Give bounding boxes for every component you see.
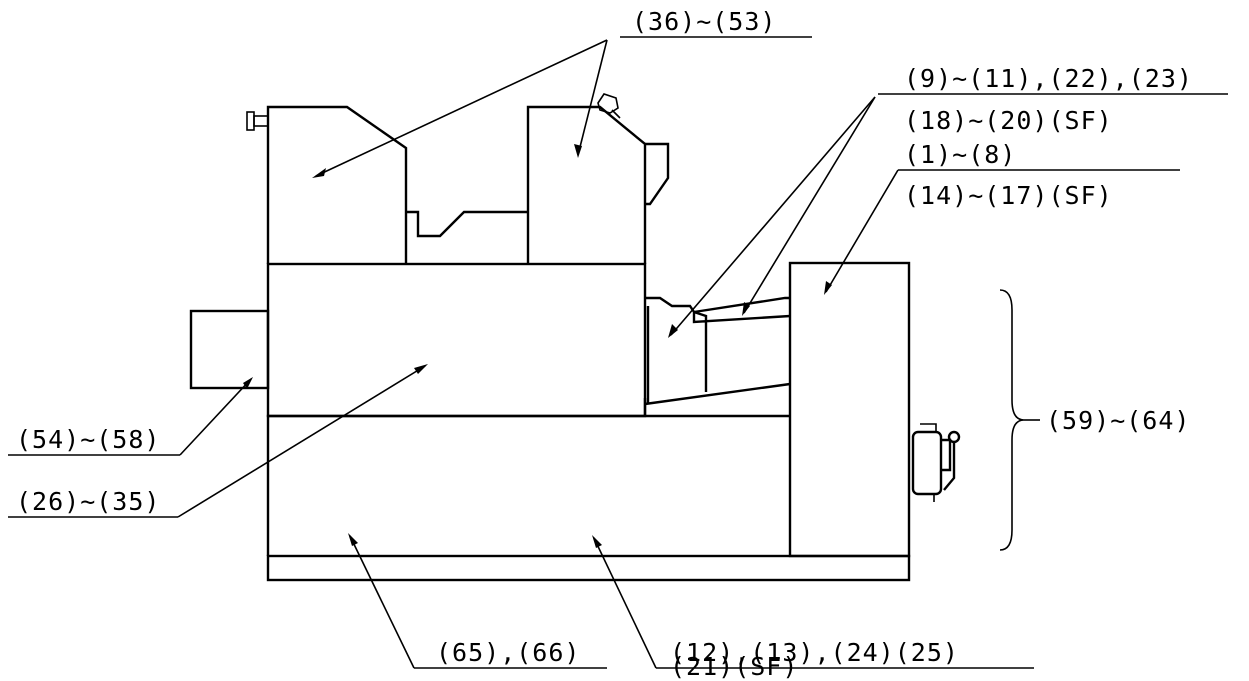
right-tower bbox=[788, 261, 911, 558]
right-upper-head bbox=[526, 105, 647, 264]
label-left-upper: (54)~(58) bbox=[16, 425, 160, 454]
lower-housing bbox=[266, 414, 790, 556]
small-knob-icon bbox=[597, 93, 621, 119]
label-right-upper-1: (9)~(11),(22),(23) bbox=[904, 64, 1193, 93]
label-left-lower: (26)~(35) bbox=[16, 487, 160, 516]
arrowheads bbox=[243, 144, 832, 548]
label-bottom-left: (65),(66) bbox=[436, 638, 580, 667]
head-side-bracket bbox=[645, 142, 670, 206]
label-right-mid-1: (1)~(8) bbox=[904, 140, 1016, 169]
part-labels: (36)~(53) (9)~(11),(22),(23) (18)~(20)(S… bbox=[16, 7, 1193, 681]
leader-lines bbox=[8, 36, 1228, 669]
lever-icon bbox=[911, 423, 961, 502]
main-box bbox=[266, 262, 647, 418]
label-bottom-right-2: (21)(SF) bbox=[670, 652, 798, 681]
label-brace-group: (59)~(64) bbox=[1046, 406, 1190, 435]
label-top-group: (36)~(53) bbox=[632, 7, 776, 36]
label-right-upper-2: (18)~(20)(SF) bbox=[904, 106, 1113, 135]
knob-icon bbox=[246, 111, 269, 131]
head-connector bbox=[406, 210, 528, 238]
feeder-chute bbox=[643, 296, 791, 416]
base-plate bbox=[266, 554, 911, 582]
left-side-box bbox=[189, 309, 270, 390]
machine-body bbox=[189, 93, 961, 582]
left-upper-head bbox=[266, 105, 408, 264]
label-right-mid-2: (14)~(17)(SF) bbox=[904, 181, 1113, 210]
label-bottom-right-1: (12),(13),(24)(25) bbox=[670, 638, 959, 667]
